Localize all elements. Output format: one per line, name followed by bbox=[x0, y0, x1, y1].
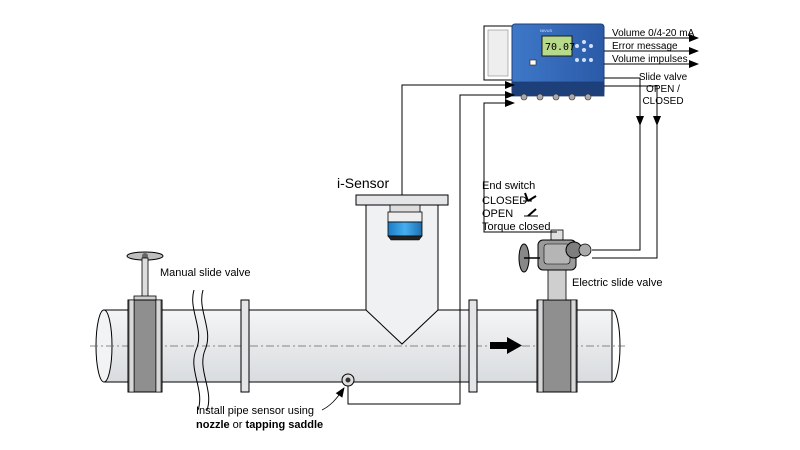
switch-open-icon bbox=[524, 208, 538, 217]
install-label-pointer bbox=[321, 387, 345, 411]
controller-display-value: 70.07 bbox=[545, 42, 575, 53]
switch-closed-icon bbox=[523, 192, 537, 202]
install-nozzle-text: nozzle bbox=[196, 419, 230, 431]
i-sensor-label: i-Sensor bbox=[337, 175, 389, 191]
actuator-handwheel bbox=[518, 243, 540, 273]
controller-unit bbox=[483, 23, 605, 101]
main-pipe bbox=[90, 309, 625, 383]
end-switch-feedback-line bbox=[483, 99, 557, 233]
electric-valve-label: Electric slide valve bbox=[572, 277, 662, 289]
pipe-sensor bbox=[341, 373, 355, 387]
install-label-line1: Install pipe sensor using bbox=[196, 405, 314, 417]
controller-display bbox=[541, 35, 573, 57]
flow-direction-arrow bbox=[490, 337, 522, 354]
i-sensor bbox=[387, 204, 423, 241]
valve-open-line-lower bbox=[592, 120, 641, 251]
pipe-break-symbol bbox=[192, 289, 210, 411]
controller-small-button bbox=[529, 59, 537, 66]
install-or-text: or bbox=[230, 419, 246, 431]
slide-valve-output-label-2: OPEN / bbox=[646, 84, 680, 95]
valve-actuator bbox=[537, 239, 592, 271]
pipe-flange-2 bbox=[468, 299, 478, 393]
slide-valve-output-label-1: Slide valve bbox=[639, 72, 688, 83]
output-label-impulses: Volume impulses bbox=[612, 54, 688, 65]
controller-keypad bbox=[575, 40, 593, 62]
valve-closed-control-line bbox=[604, 85, 661, 126]
end-switch-open-label: OPEN bbox=[482, 208, 513, 220]
i-sensor-cable bbox=[401, 81, 515, 195]
install-saddle-text: tapping saddle bbox=[246, 419, 324, 431]
output-label-volume-ma: Volume 0/4-20 mA bbox=[612, 28, 695, 39]
pipe-flange-1 bbox=[240, 299, 250, 393]
pipe-sensor-cable bbox=[347, 91, 515, 405]
end-switch-torque-label: Torque closed bbox=[482, 221, 551, 233]
controller-brand-text: NIVUS bbox=[540, 28, 553, 33]
manual-slide-valve bbox=[126, 251, 164, 393]
t-branch-pipe bbox=[355, 194, 449, 345]
manual-valve-label: Manual slide valve bbox=[160, 267, 251, 279]
end-switch-label: End switch bbox=[482, 180, 535, 192]
output-label-error: Error message bbox=[612, 41, 678, 52]
valve-closed-line-lower bbox=[592, 120, 658, 259]
valve-open-control-line bbox=[604, 77, 644, 126]
end-switch-closed-label: CLOSED bbox=[482, 195, 527, 207]
slide-valve-output-label-3: CLOSED bbox=[642, 96, 683, 107]
install-label-line2: nozzle or tapping saddle bbox=[196, 419, 323, 431]
